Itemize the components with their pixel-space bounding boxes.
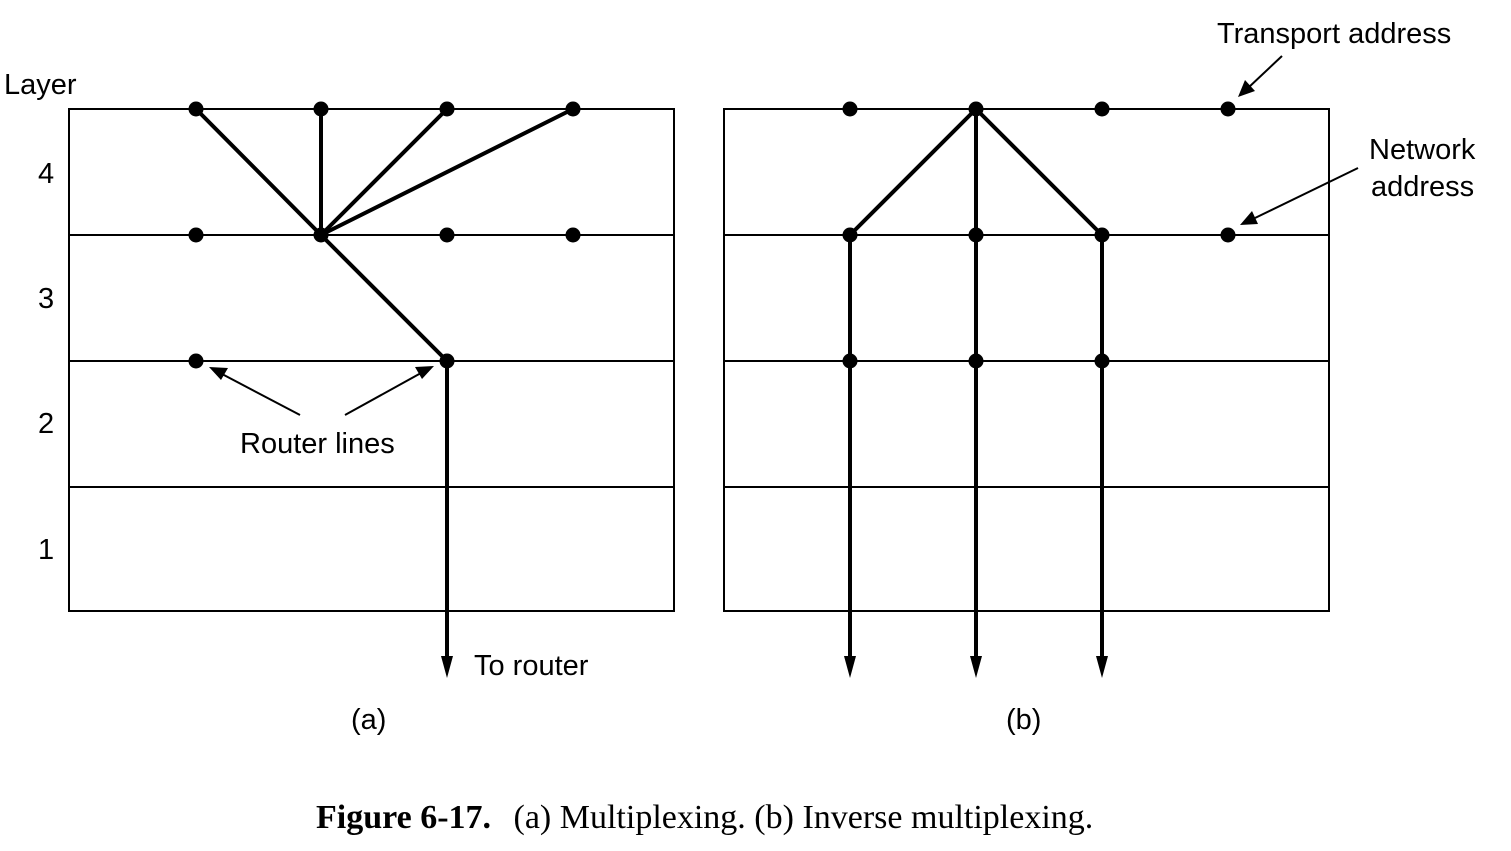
network-address-dot [565, 227, 581, 243]
network-address-dot [1220, 227, 1236, 243]
transport-address-dot [1094, 101, 1110, 117]
panel-b-arrowhead [970, 656, 982, 678]
network-address-label-line1: Network [1369, 134, 1476, 166]
panel-a: Router lines To router (a) [68, 101, 675, 736]
panel-a-link [194, 107, 323, 237]
panel-a-link [319, 107, 575, 237]
transport-address-dot [842, 101, 858, 117]
network-address-dot [439, 227, 455, 243]
figure-number: Figure 6-17. [316, 799, 491, 836]
network-address-dot [188, 227, 204, 243]
network-address-dot [842, 227, 858, 243]
panel-b-arrowhead [844, 656, 856, 678]
transport-address-dot [439, 101, 455, 117]
network-address-dot [1094, 227, 1110, 243]
router-lines-label: Router lines [240, 428, 395, 460]
network-address-label-line2: address [1371, 171, 1474, 203]
transport-address-pointer [1247, 55, 1283, 89]
figure-caption: Figure 6-17. (a) Multiplexing. (b) Inver… [316, 799, 1093, 836]
router-line-dot [1094, 353, 1110, 369]
router-lines-pointer [221, 373, 301, 416]
transport-address-dot [188, 101, 204, 117]
panel-a-label: (a) [351, 704, 386, 736]
layer-number-4: 4 [38, 158, 54, 190]
transport-address-dot [1220, 101, 1236, 117]
panel-a-link [319, 233, 449, 363]
panel-a-arrowhead [441, 656, 453, 678]
layer-number-2: 2 [38, 408, 54, 440]
network-address-arrowhead [1240, 211, 1258, 225]
to-router-label: To router [474, 650, 589, 682]
layer-number-1: 1 [38, 534, 54, 566]
layer-number-3: 3 [38, 283, 54, 315]
router-lines-arrowhead [209, 367, 228, 380]
transport-address-dot [313, 101, 329, 117]
router-line-dot [842, 353, 858, 369]
panel-b-label: (b) [1006, 704, 1041, 736]
transport-address-label: Transport address [1217, 18, 1451, 50]
router-line-dot [439, 353, 455, 369]
router-line-dot [968, 353, 984, 369]
router-lines-pointer [344, 372, 422, 416]
panel-a-link [319, 107, 449, 237]
transport-address-dot [565, 101, 581, 117]
transport-address-arrowhead [1238, 80, 1255, 97]
panel-b: Transport address Network address (b) [723, 18, 1476, 736]
figure-caption-text: (a) Multiplexing. (b) Inverse multiplexi… [514, 799, 1094, 836]
layer-heading: Layer [4, 69, 77, 101]
panel-b-link [974, 107, 1104, 237]
transport-address-dot [968, 101, 984, 117]
router-lines-arrowhead [415, 366, 434, 379]
panel-b-arrowhead [1096, 656, 1108, 678]
router-line-dot [188, 353, 204, 369]
network-address-dot [313, 227, 329, 243]
network-address-pointer [1254, 167, 1359, 219]
panel-b-link [848, 107, 978, 237]
network-address-dot [968, 227, 984, 243]
